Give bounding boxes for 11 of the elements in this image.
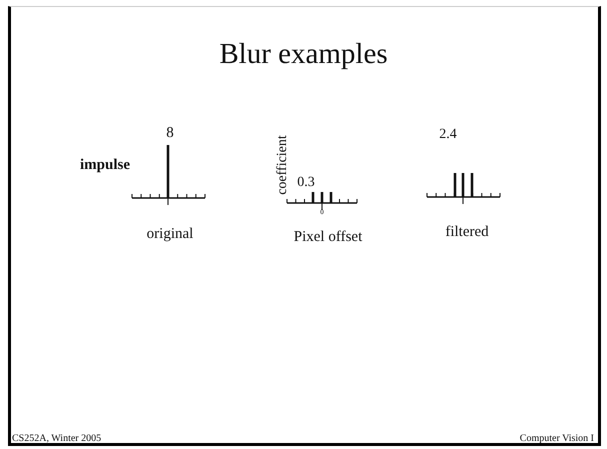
value-label: 8 <box>166 126 174 141</box>
axis-label: impulse <box>80 158 130 173</box>
value-label: 0.3 <box>297 176 315 190</box>
slide-title: Blur examples <box>218 40 389 69</box>
footer-text: CS252A, Winter 2005 <box>12 434 102 444</box>
footer-text: Computer Vision I <box>520 434 594 444</box>
axis-label: coefficient <box>276 135 290 195</box>
plot-caption: original <box>146 227 194 242</box>
plot-caption: filtered <box>445 225 489 240</box>
value-label: 2.4 <box>439 128 457 142</box>
axis-label: Pixel offset <box>294 230 362 245</box>
